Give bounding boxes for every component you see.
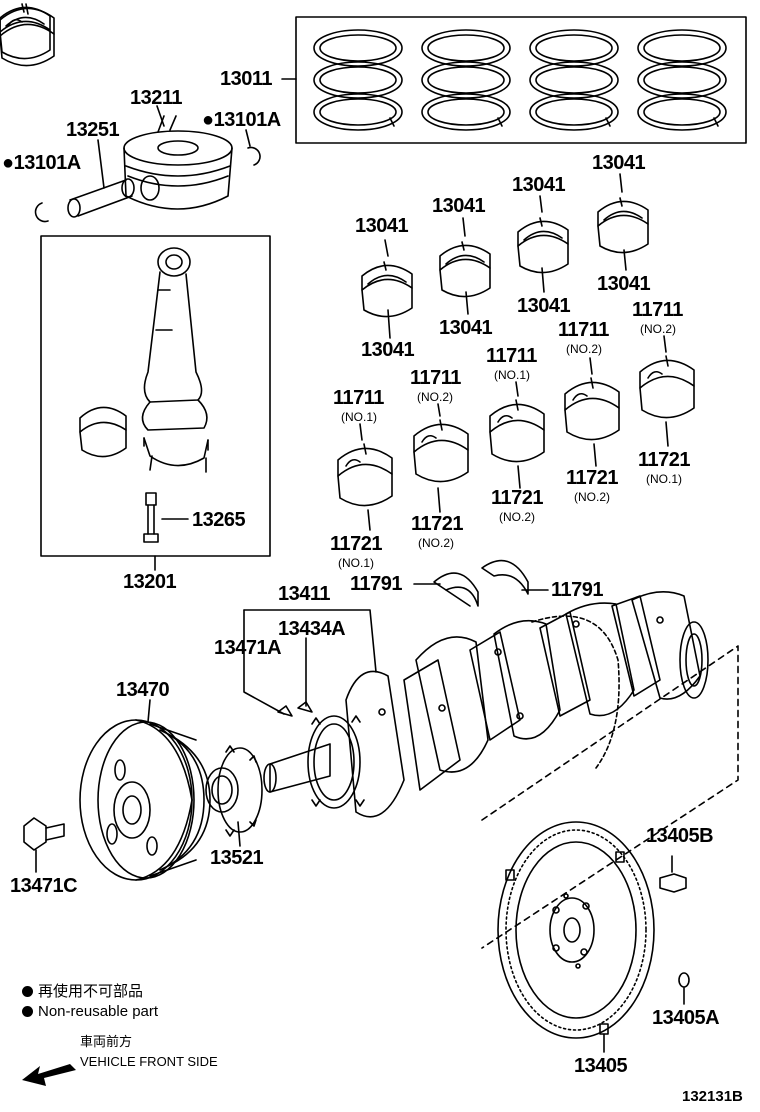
label-13471A: 13471A (214, 637, 282, 659)
piston-rings-group (281, 16, 747, 144)
label-11791-right: 11791 (551, 579, 604, 601)
label-11711-1: 11711 (333, 387, 384, 409)
label-13041-e: 13041 (361, 339, 415, 361)
front-label-jp: 車両前方 (80, 1034, 133, 1049)
piston-group (34, 105, 261, 223)
label-13251: 13251 (66, 119, 120, 141)
label-11711-5: 11711 (632, 299, 683, 321)
label-13211: 13211 (130, 87, 183, 109)
label-11721-4: 11721 (566, 467, 619, 489)
legend-jp-text: 再使用不可部品 (38, 983, 144, 1000)
leader-bracket (243, 609, 377, 717)
label-13405A: 13405A (652, 1007, 720, 1029)
label-11711-2: 11711 (410, 367, 461, 389)
label-13041-f: 13041 (439, 317, 493, 339)
label-13471C: 13471C (10, 875, 78, 897)
label-11791-left: 11791 (350, 573, 403, 595)
crankshaft-group (263, 591, 739, 949)
sprocket-group (205, 745, 263, 847)
label-13470: 13470 (116, 679, 170, 701)
label-11711-1-sub: (NO.1) (341, 410, 377, 424)
label-11721-2: 11721 (411, 513, 464, 535)
non-reusable-dot-icon (22, 986, 33, 997)
legend-en-text: Non-reusable part (38, 1003, 159, 1020)
flywheel-group (497, 821, 690, 1053)
label-13041-c: 13041 (512, 174, 566, 196)
label-11711-2-sub: (NO.2) (417, 390, 453, 404)
label-11711-4-sub: (NO.2) (566, 342, 602, 356)
label-13521: 13521 (210, 847, 264, 869)
connecting-rod-group (40, 235, 271, 571)
label-11721-5-sub: (NO.1) (646, 472, 682, 486)
label-11721-2-sub: (NO.2) (418, 536, 454, 550)
non-reusable-dot-icon (22, 1006, 33, 1017)
front-label-en: VEHICLE FRONT SIDE (80, 1054, 218, 1069)
label-13101A-left: ●13101A (2, 152, 81, 174)
label-11711-5-sub: (NO.2) (640, 322, 676, 336)
label-13265: 13265 (192, 509, 246, 531)
label-13405: 13405 (574, 1055, 628, 1077)
crank-pulley-group (79, 699, 211, 881)
label-11721-1: 11721 (330, 533, 383, 555)
label-11721-3-sub: (NO.2) (499, 510, 535, 524)
thrust-washers-group (413, 559, 549, 607)
main-bearings-group (0, 3, 695, 531)
label-11721-3: 11721 (491, 487, 544, 509)
label-11711-4: 11711 (558, 319, 609, 341)
front-arrow-icon (22, 1064, 76, 1086)
label-11721-1-sub: (NO.1) (338, 556, 374, 570)
diagram-code: 132131B (682, 1088, 743, 1105)
label-13041-b: 13041 (432, 195, 486, 217)
label-13101A-right: ●13101A (202, 109, 281, 131)
label-13041-d: 13041 (592, 152, 646, 174)
label-13011: 13011 (220, 68, 273, 90)
label-11721-5: 11721 (638, 449, 691, 471)
label-13041-h: 13041 (597, 273, 651, 295)
label-11721-4-sub: (NO.2) (574, 490, 610, 504)
label-13201: 13201 (123, 571, 177, 593)
label-11711-3-sub: (NO.1) (494, 368, 530, 382)
label-13405B: 13405B (646, 825, 714, 847)
legend-jp: 再使用不可部品 (22, 984, 143, 1000)
label-13434A: 13434A (278, 618, 346, 640)
label-13041-g: 13041 (517, 295, 571, 317)
label-13041-a: 13041 (355, 215, 409, 237)
label-11711-3: 11711 (486, 345, 537, 367)
label-13411: 13411 (278, 583, 331, 605)
pulley-bolt-group (23, 817, 65, 873)
legend-en: Non-reusable part (22, 1004, 158, 1020)
